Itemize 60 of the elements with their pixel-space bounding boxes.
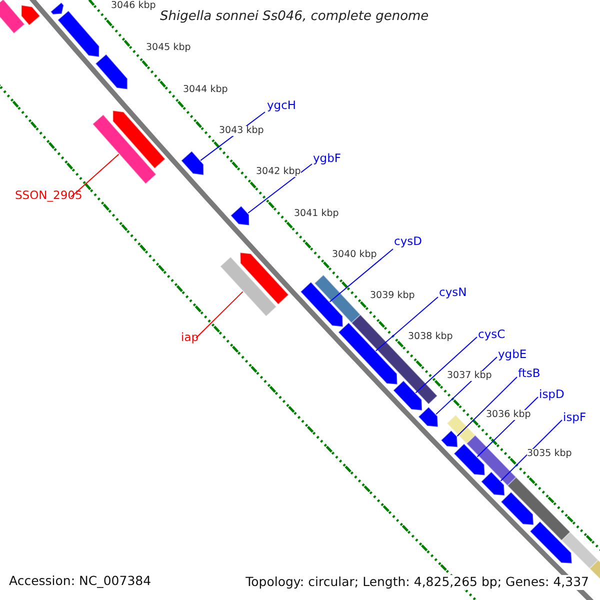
gene-feature [180,150,204,176]
gene-label: ygbE [498,349,527,360]
leader-line [375,296,438,352]
scale-label: 3035 kbp [527,449,572,458]
gene-label: cysC [478,329,506,340]
gene-feature [453,443,486,476]
genome-info-text: Topology: circular; Length: 4,825,265 bp; Genes: 4,337 [244,575,591,590]
scale-label: 3036 kbp [486,410,531,420]
leader-line [500,420,562,482]
scale-label: 3041 kbp [294,209,339,218]
map-title: Shigella sonnei Ss046, complete genome [160,10,429,23]
gene-label: ygbF [313,153,342,164]
scale-label: 3046 kbp [111,1,156,10]
gene-feature [112,110,166,170]
gene-label: cysN [439,287,467,298]
gene-feature [240,252,290,305]
gene-feature [300,281,344,328]
gene-label: iap [181,332,199,344]
leader-line [196,291,244,338]
gene-feature [94,54,128,90]
leader-line [70,154,120,198]
leader-line [456,376,518,437]
scale-label: 3042 kbp [256,167,301,176]
gene-feature [314,274,362,324]
gene-feature [500,491,534,526]
gene-feature [350,314,438,405]
scale-label: 3043 kbp [219,126,264,136]
gene-label: ftsB [518,368,540,380]
gene-feature [220,256,278,317]
gene-feature [440,430,458,448]
scale-label: 3040 kbp [332,250,377,260]
accession-text: Accession: NC_007384 [9,575,152,588]
gene-feature [338,322,398,385]
scale-label: 3038 kbp [408,332,453,342]
gene-label: ygcH [267,100,296,112]
gene-feature [230,205,250,226]
gene-feature [480,471,506,496]
gene-feature [466,434,517,486]
gene-feature [20,4,41,26]
scale-label: 3037 kbp [447,371,492,380]
gene-feature [561,531,599,570]
gene-feature [392,380,423,411]
gene-feature [418,406,438,428]
scale-label: 3039 kbp [370,291,415,300]
gene-feature [57,10,100,58]
leader-line [248,164,312,214]
gene-label: cysD [394,236,422,248]
gene-feature [446,414,476,444]
gene-feature [529,520,572,564]
leader-line [415,336,478,394]
gene-label: ispF [563,412,586,424]
scale-label: 3045 kbp [146,43,191,52]
gene-feature [506,476,571,542]
gene-label: SSON_2905 [15,190,82,202]
gene-feature [0,0,26,34]
gene-feature [50,2,64,15]
gene-label: ispD [539,389,564,400]
scale-label: 3044 kbp [183,85,228,94]
gene-feature [92,114,157,184]
leader-line [329,248,394,302]
